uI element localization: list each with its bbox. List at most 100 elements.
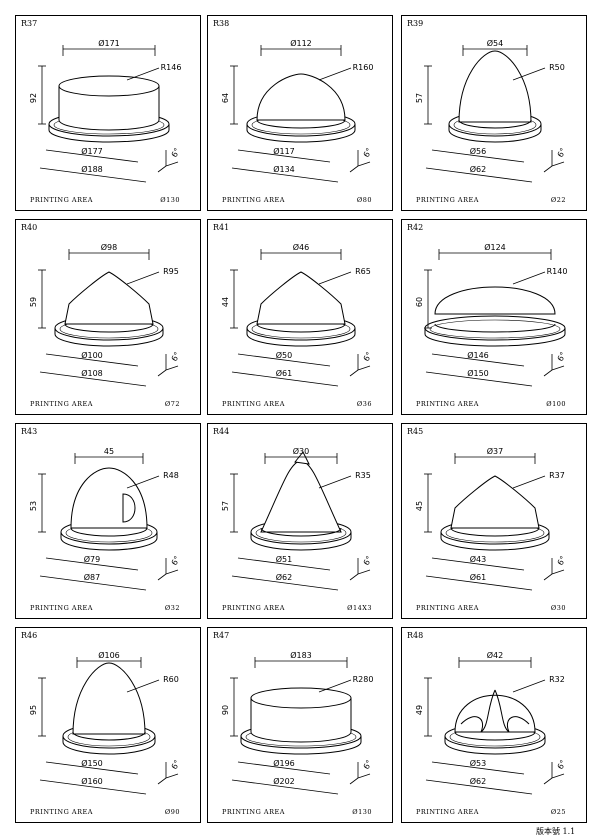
base-diameter-label: Ø50 — [276, 350, 292, 360]
base-outer-diameter-dim-line — [231, 575, 339, 591]
base-diameter-label: Ø177 — [81, 146, 103, 156]
angle-mark-line — [357, 365, 371, 371]
printing-area-label: PRINTING AREA — [416, 400, 479, 408]
pad-lobe-line — [480, 689, 496, 733]
radius-label: R280 — [353, 675, 374, 684]
pad-lobe-line — [460, 716, 483, 733]
base-diameter-label: Ø117 — [273, 146, 295, 156]
pad-lobe-line — [507, 716, 530, 733]
radius-leader-line — [318, 271, 352, 285]
printing-area-label: PRINTING AREA — [222, 400, 285, 408]
height-label: 59 — [29, 297, 38, 307]
base-flange-top — [424, 315, 566, 341]
radius-leader-line — [318, 475, 352, 489]
pad-body-bottom-edge — [256, 323, 346, 333]
pad-code: R42 — [407, 223, 424, 232]
radius-leader-line — [318, 67, 352, 81]
base-diameter-label: Ø196 — [273, 758, 295, 768]
printing-area-label: PRINTING AREA — [416, 808, 479, 816]
pad-body — [250, 698, 352, 743]
height-label: 92 — [29, 93, 38, 103]
base-diameter-dim-line — [45, 149, 139, 163]
pad-code: R38 — [213, 19, 230, 28]
angle-mark-line — [157, 369, 167, 377]
base-diameter-dim-line — [431, 353, 525, 367]
top-diameter-label: Ø112 — [290, 38, 312, 48]
radius-label: R35 — [355, 471, 371, 480]
top-diameter-label: Ø171 — [98, 38, 120, 48]
printing-area-label: PRINTING AREA — [222, 808, 285, 816]
base-diameter-dim-line — [237, 149, 331, 163]
base-outer-diameter-dim-line — [425, 575, 533, 591]
base-flange-rim — [429, 319, 561, 339]
base-outer-diameter-label: Ø202 — [273, 776, 295, 786]
base-diameter-label: Ø56 — [470, 146, 486, 156]
base-outer-diameter-dim-line — [231, 371, 339, 387]
pad-body-bottom-edge — [72, 731, 146, 741]
base-outer-diameter-label: Ø62 — [276, 572, 292, 582]
base-diameter-label: Ø150 — [81, 758, 103, 768]
pad-body — [256, 271, 346, 325]
base-outer-diameter-dim-line — [39, 779, 147, 795]
radius-label: R48 — [163, 471, 179, 480]
base-outer-diameter-dim-line — [425, 779, 533, 795]
height-label: 57 — [221, 501, 230, 511]
base-outer-diameter-dim-line — [425, 371, 533, 387]
printing-area-label: PRINTING AREA — [222, 196, 285, 204]
height-label: 95 — [29, 705, 38, 715]
printing-area-label: PRINTING AREA — [416, 604, 479, 612]
printing-area-label: PRINTING AREA — [30, 604, 93, 612]
radius-label: R146 — [161, 63, 182, 72]
printing-area-label: PRINTING AREA — [30, 196, 93, 204]
pad-code: R44 — [213, 427, 230, 436]
radius-leader-line — [318, 679, 352, 693]
angle-mark-line — [349, 777, 359, 785]
angle-mark-line — [543, 777, 553, 785]
pad-body — [256, 73, 346, 121]
height-label: 64 — [221, 93, 230, 103]
pad-code: R45 — [407, 427, 424, 436]
height-label: 45 — [415, 501, 424, 511]
printing-area-label: PRINTING AREA — [30, 400, 93, 408]
angle-label: 6° — [170, 759, 182, 771]
printing-area-diameter: Ø36 — [356, 400, 372, 408]
base-outer-diameter-label: Ø62 — [470, 776, 486, 786]
radius-label: R60 — [163, 675, 179, 684]
angle-mark-line — [357, 569, 371, 575]
pad-body-bottom-edge — [260, 527, 342, 537]
radius-leader-line — [512, 67, 546, 81]
pad-code: R48 — [407, 631, 424, 640]
base-diameter-dim-line — [431, 761, 525, 775]
base-diameter-dim-line — [237, 761, 331, 775]
base-diameter-label: Ø43 — [470, 554, 486, 564]
pad-code: R41 — [213, 223, 230, 232]
printing-area-diameter: Ø30 — [550, 604, 566, 612]
angle-label: 6° — [556, 351, 568, 363]
pad-code: R47 — [213, 631, 230, 640]
pad-code: R40 — [21, 223, 38, 232]
angle-mark-line — [551, 569, 565, 575]
radius-leader-line — [126, 271, 160, 285]
base-outer-diameter-dim-line — [39, 575, 147, 591]
angle-label: 6° — [362, 555, 374, 567]
pad-body — [458, 50, 532, 123]
pad-body-bottom-edge — [434, 323, 556, 333]
top-diameter-label: Ø54 — [487, 38, 503, 48]
pad-body-bottom-edge — [256, 119, 346, 129]
base-outer-diameter-dim-line — [39, 371, 147, 387]
top-diameter-label: Ø183 — [290, 650, 312, 660]
base-outer-diameter-label: Ø61 — [276, 368, 292, 378]
height-label: 60 — [415, 297, 424, 307]
angle-label: 6° — [556, 147, 568, 159]
pad-body — [70, 467, 148, 529]
